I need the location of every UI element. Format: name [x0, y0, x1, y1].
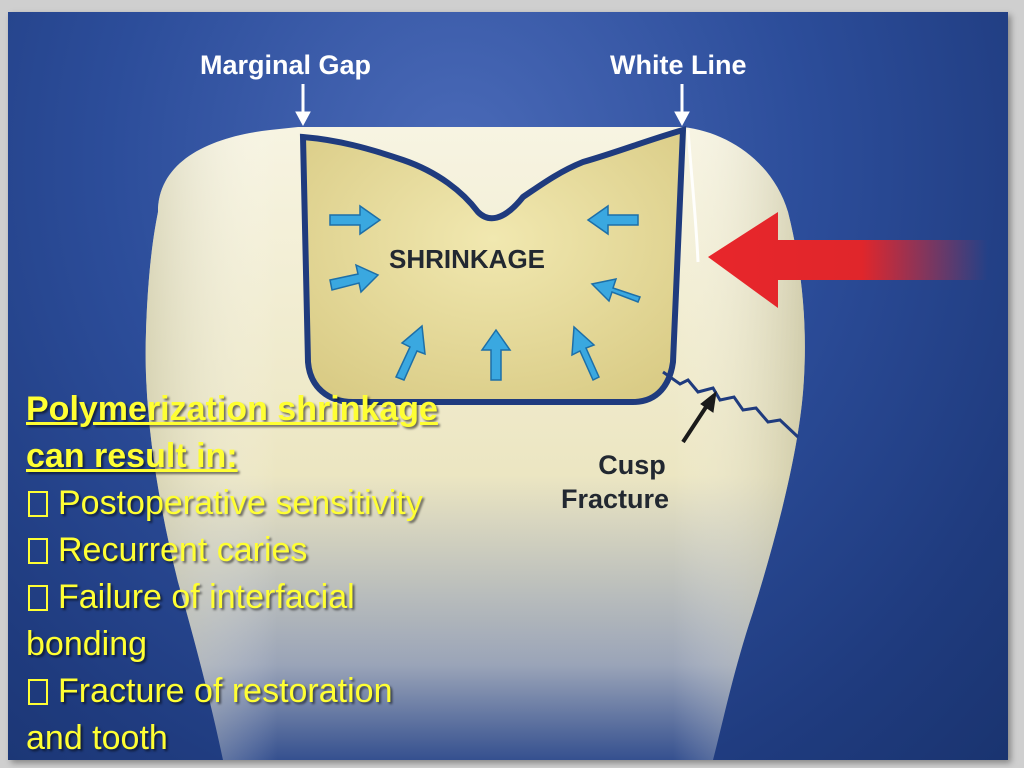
shrinkage-label: SHRINKAGE	[389, 244, 546, 274]
blue-inward-arrow-icon	[480, 328, 512, 381]
bullet-item-2: Recurrent caries	[26, 527, 526, 574]
blue-inward-arrow-icon	[329, 204, 382, 236]
blue-inward-arrow-icon	[394, 324, 426, 381]
white-line-label: White Line	[610, 50, 747, 80]
white-line-pointer-icon	[674, 111, 690, 127]
heading-line-2: can result in:	[26, 437, 238, 475]
label-down-arrows	[295, 84, 690, 127]
shrinkage-effects-text: Polymerization shrinkage can result in: …	[26, 386, 526, 760]
bullet-text-4: Fracture of restoration	[58, 672, 393, 710]
red-force-arrow-icon	[708, 212, 988, 308]
blue-inward-arrow-icon	[590, 277, 641, 303]
cusp-fracture-label-line2: Fracture	[561, 484, 670, 514]
bullet-text-2: Recurrent caries	[58, 531, 308, 569]
bullet-continuation-3: bonding	[26, 625, 148, 663]
bullet-continuation-4: and tooth	[26, 719, 168, 757]
bullet-text-1: Postoperative sensitivity	[58, 484, 423, 522]
marginal-gap-pointer-icon	[295, 111, 311, 127]
marginal-gap-label: Marginal Gap	[200, 50, 372, 80]
cusp-fracture-crack	[662, 370, 800, 439]
shrinkage-arrows	[329, 204, 641, 382]
bullet-item-3: Failure of interfacial	[26, 574, 526, 621]
heading-line-1: Polymerization shrinkage	[26, 390, 438, 428]
blue-inward-arrow-icon	[571, 325, 600, 382]
blue-inward-arrow-icon	[329, 263, 380, 294]
black-pointer-arrow-icon	[681, 390, 717, 444]
bullet-text-3: Failure of interfacial	[58, 578, 355, 616]
white-line-crack	[686, 129, 700, 263]
bullet-item-1: Postoperative sensitivity	[26, 480, 526, 527]
square-bullet-icon	[28, 679, 48, 705]
square-bullet-icon	[28, 538, 48, 564]
tooth-shrinkage-diagram	[145, 84, 988, 760]
restoration-fill	[299, 125, 687, 405]
blue-inward-arrow-icon	[586, 204, 639, 236]
slide: Marginal Gap White Line SHRINKAGE Cusp F…	[8, 12, 1008, 760]
square-bullet-icon	[28, 491, 48, 517]
cusp-fracture-label-line1: Cusp	[598, 450, 666, 480]
bullet-item-4: Fracture of restoration	[26, 668, 526, 715]
square-bullet-icon	[28, 585, 48, 611]
